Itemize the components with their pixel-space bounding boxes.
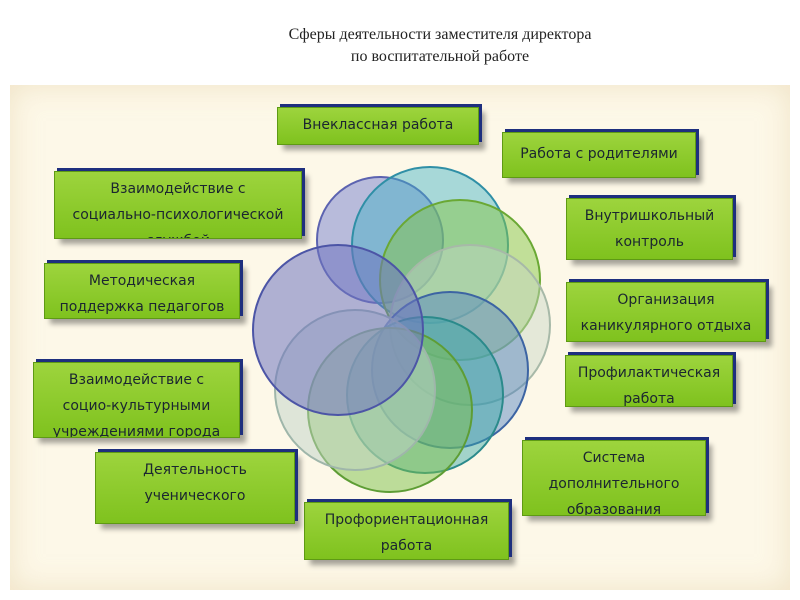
box-methodical: Методическая поддержка педагогов [44, 263, 240, 319]
box-additional-education: Система дополнительного образования [522, 440, 706, 516]
box-career-guidance-line-1: Профориентационная [324, 512, 489, 528]
box-socio-cultural-line-2: социо-культурными [62, 398, 211, 414]
box-additional-education-line-1: Система [582, 450, 646, 466]
box-psychological-line-2: социально-психологической [72, 207, 284, 223]
box-student-activity-line-2: ученического [144, 488, 246, 504]
box-socio-cultural-line-3: учреждениями города [52, 424, 221, 438]
box-student-activity-line-1: Деятельность [143, 462, 247, 478]
box-prevention: Профилактическая работа [565, 355, 733, 407]
box-methodical-line-2: поддержка педагогов [59, 299, 225, 315]
box-internal-control-line-1: Внутришкольный [584, 208, 715, 224]
box-extracurricular-line-1: Внеклассная работа [302, 117, 454, 133]
box-internal-control-line-2: контроль [615, 234, 684, 250]
page-title: Сферы деятельности заместителя директора… [0, 24, 800, 68]
box-holidays-line-1: Организация [617, 292, 715, 308]
box-holidays-line-2: каникулярного отдыха [580, 318, 752, 334]
title-line-1: Сферы деятельности заместителя директора [288, 26, 592, 43]
box-socio-cultural-line-1: Взаимодействие с [68, 372, 205, 388]
box-holidays: Организация каникулярного отдыха [566, 282, 766, 342]
box-additional-education-line-2: дополнительного [548, 476, 680, 492]
box-parents-line-1: Работа с родителями [520, 146, 678, 162]
title-line-2: по воспитательной работе [350, 48, 530, 65]
box-career-guidance-line-2: работа [380, 538, 433, 554]
box-psychological: Взаимодействие с социально-психологическ… [54, 171, 302, 239]
box-parents: Работа с родителями [502, 132, 696, 178]
box-prevention-line-1: Профилактическая [577, 365, 721, 381]
box-socio-cultural: Взаимодействие с социо-культурными учреж… [33, 362, 240, 438]
box-extracurricular: Внеклассная работа [277, 107, 479, 145]
box-prevention-line-2: работа [623, 391, 675, 407]
box-career-guidance: Профориентационная работа [304, 502, 509, 560]
box-psychological-line-1: Взаимодействие с [110, 181, 246, 197]
box-psychological-line-3: службой [61, 228, 295, 238]
box-internal-control: Внутришкольный контроль [566, 198, 733, 260]
box-student-activity: Деятельность ученического [95, 452, 295, 524]
box-methodical-line-1: Методическая [88, 273, 196, 289]
box-additional-education-line-3: образования [566, 502, 662, 516]
circle-violet-left [252, 244, 424, 416]
